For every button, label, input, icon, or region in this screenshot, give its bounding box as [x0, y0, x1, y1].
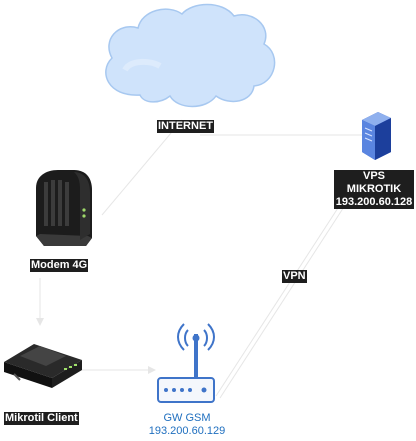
client-gw-arrow [148, 366, 156, 374]
modem-icon [36, 170, 92, 246]
vpn-tunnel-line-a [219, 175, 365, 399]
wireless-router-icon [157, 323, 215, 403]
modem-client-arrow [36, 318, 44, 326]
server-icon [362, 112, 391, 160]
vps-label: VPS MIKROTIK 193.200.60.128 [334, 170, 414, 209]
vps-label-line2: MIKROTIK [346, 183, 402, 195]
vps-label-line1: VPS [362, 170, 385, 182]
vpn-tunnel-line-b [215, 173, 361, 397]
internet-label: INTERNET [157, 120, 214, 133]
gw-label-line1: GW GSM [163, 412, 211, 424]
router-icon [4, 344, 82, 388]
vpn-label: VPN [282, 270, 307, 283]
gw-label-line2: 193.200.60.129 [148, 425, 226, 437]
modem-label: Modem 4G [30, 259, 89, 272]
gw-label: GW GSM 193.200.60.129 [140, 412, 234, 438]
vps-label-line3: 193.200.60.128 [335, 196, 413, 208]
modem-internet-link [101, 119, 183, 216]
connectors [36, 119, 365, 399]
client-label: Mikrotil Client [4, 412, 79, 425]
cloud-icon [105, 3, 276, 108]
